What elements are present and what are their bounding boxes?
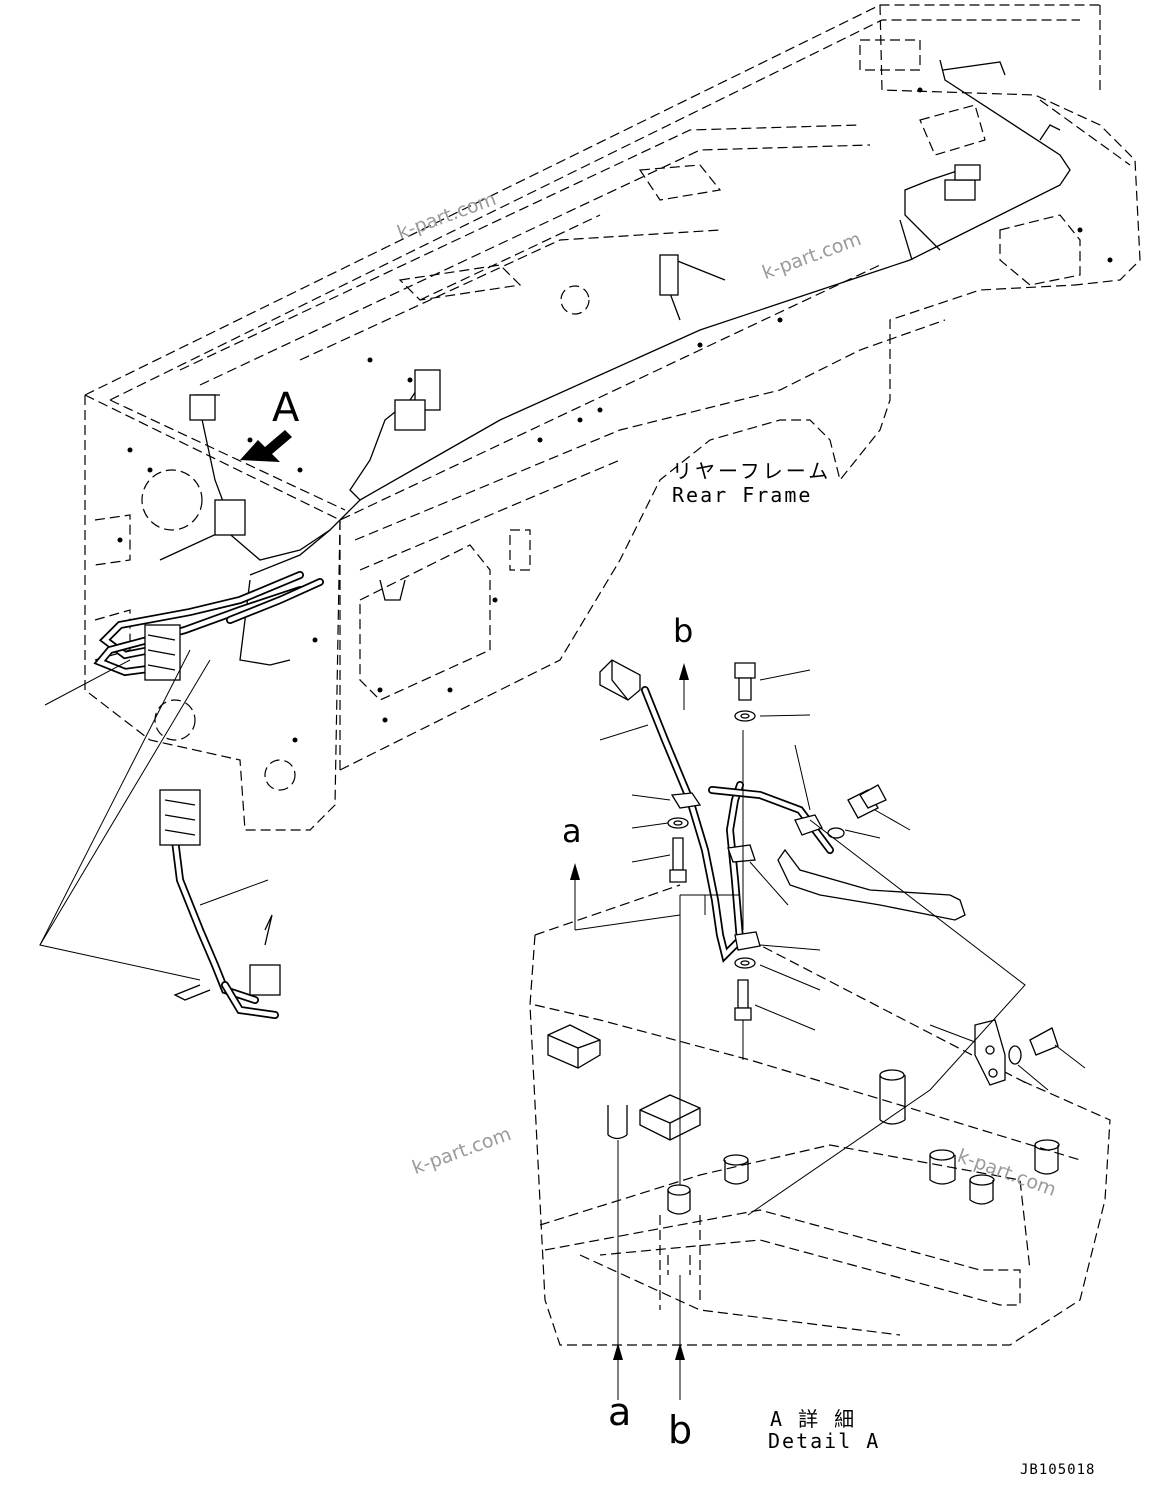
detail-a-title-en: Detail A bbox=[768, 1429, 881, 1453]
rear-frame-label-en: Rear Frame bbox=[672, 483, 813, 507]
drawing-number: JB105018 bbox=[1020, 1462, 1096, 1478]
rear-frame-outline bbox=[84, 4, 1141, 831]
clamp-parts bbox=[667, 662, 1059, 1086]
detail-arrow-label-a-top: a bbox=[562, 812, 582, 850]
view-arrow-a bbox=[240, 430, 292, 462]
harness-sub-assembly bbox=[159, 789, 281, 1019]
detail-a-leaders bbox=[574, 669, 1086, 1345]
detail-a-arrows bbox=[570, 663, 689, 1400]
view-label-a: A bbox=[272, 385, 300, 431]
detail-a-harness bbox=[599, 659, 966, 963]
detail-a-title-jp: A 詳 細 bbox=[770, 1407, 857, 1431]
leader-lines-main bbox=[39, 649, 269, 981]
wiring-harness-main bbox=[159, 59, 1071, 666]
detail-arrow-label-a-bottom: a bbox=[608, 1390, 632, 1434]
rear-frame-label-jp: リヤーフレーム bbox=[672, 459, 832, 483]
detail-arrow-label-b-bottom: b bbox=[668, 1408, 693, 1452]
detail-arrow-label-b-top: b bbox=[673, 612, 694, 650]
connector-cluster-rear bbox=[189, 164, 981, 536]
harness-bundle-left bbox=[93, 571, 324, 681]
detail-a-frame-outline bbox=[529, 884, 1111, 1346]
